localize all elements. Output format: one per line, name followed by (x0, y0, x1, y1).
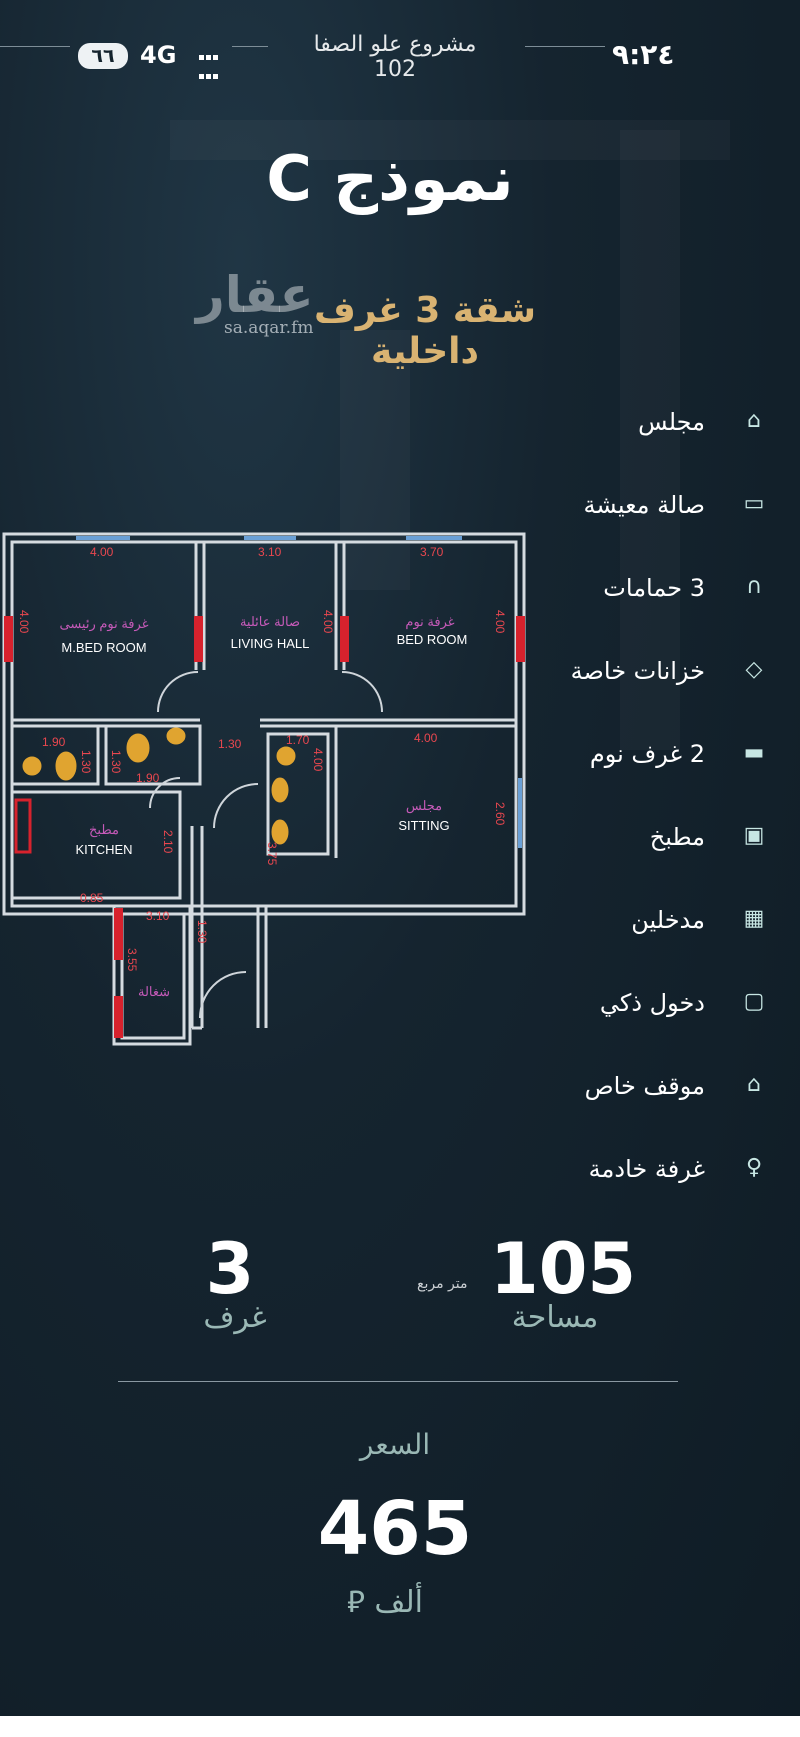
dim-label: 4.00 (493, 610, 507, 634)
feature-item: ♀ غرفة خادمة (520, 1147, 780, 1191)
divider (525, 46, 605, 47)
area-unit: متر مربع (417, 1276, 468, 1292)
feature-label: صالة معيشة (583, 491, 705, 519)
divider (118, 1381, 678, 1382)
feature-item: ▦ مدخلين (520, 898, 780, 942)
dim-label: 1.90 (136, 771, 160, 785)
feature-label: مطبخ (649, 823, 705, 851)
room-label-en: LIVING HALL (231, 636, 310, 651)
feature-item: ⌂ موقف خاص (520, 1064, 780, 1108)
battery-indicator: ٦٦ (78, 43, 128, 69)
network-indicator: 4G (140, 41, 177, 69)
dim-label: 3.75 (265, 842, 279, 866)
room-label-ar: مجلس (406, 798, 442, 814)
feature-label: 3 حمامات (603, 574, 705, 602)
bath-icon: ∩ (745, 574, 763, 599)
feature-label: غرفة خادمة (588, 1155, 705, 1183)
maid-icon: ♀ (745, 1155, 763, 1180)
feature-label: موقف خاص (584, 1072, 705, 1100)
model-title: نموذج C (266, 142, 514, 215)
room-label-en: BED ROOM (397, 632, 468, 647)
dim-label: 1.90 (42, 735, 66, 749)
room-label-ar: مطبخ (89, 822, 119, 838)
kitchen-icon: ▣ (743, 823, 765, 848)
floor-plan: 4.00 3.10 3.70 4.00 4.00 4.00 1.90 1.30 … (2, 532, 526, 1046)
feature-label: خزانات خاصة (570, 657, 705, 685)
dim-label: 1.30 (109, 750, 123, 774)
feature-label: مدخلين (631, 906, 705, 934)
dim-label: 3.55 (125, 948, 139, 972)
area-value: 105 (490, 1228, 637, 1310)
building-icon: ⌂ (747, 408, 761, 433)
feature-item: ▬ 2 غرف نوم (520, 732, 780, 776)
bottom-bar (0, 1716, 800, 1737)
room-label-ar: صالة عائلية (240, 614, 300, 629)
room-label-ar: غرفة نوم رئيسى (59, 616, 148, 632)
rooms-label: غرف (203, 1300, 267, 1335)
dim-label: 3.70 (420, 545, 444, 559)
project-title: مشروع علو الصفا 102 (313, 32, 477, 82)
divider (232, 46, 268, 47)
dim-label: 1.30 (218, 737, 242, 751)
watermark-logo: عقار (196, 266, 314, 324)
watermark-url: sa.aqar.fm (224, 318, 314, 338)
feature-label: مجلس (638, 408, 705, 436)
dim-label: 4.00 (17, 610, 31, 634)
dim-label: 1.30 (195, 920, 209, 944)
price-value: 465 (317, 1486, 473, 1572)
tv-icon: ▭ (743, 491, 765, 516)
apartment-subtitle: شقة 3 غرف داخلية (313, 290, 537, 372)
room-label-en: M.BED ROOM (61, 640, 146, 655)
price-label: السعر (359, 1428, 431, 1461)
feature-item: ▣ مطبخ (520, 815, 780, 859)
dim-label: 4.00 (321, 610, 335, 634)
price-unit: ألف ⃁ (347, 1585, 423, 1620)
dim-label: 1.30 (79, 750, 93, 774)
feature-item: ∩ 3 حمامات (520, 566, 780, 610)
dim-label: 3.10 (146, 909, 170, 923)
feature-label: دخول ذكي (599, 989, 705, 1017)
bed-icon: ▬ (743, 740, 765, 765)
dim-label: 4.00 (90, 545, 114, 559)
smart-lock-icon: ▢ (743, 989, 765, 1014)
door-icon: ▦ (743, 906, 765, 931)
divider (0, 46, 70, 47)
room-label-ar: شغالة (138, 984, 170, 999)
dim-label: 4.00 (311, 748, 325, 772)
dim-label: 2.60 (493, 802, 507, 826)
feature-item: ▭ صالة معيشة (520, 483, 780, 527)
dim-label: 2.10 (161, 830, 175, 854)
room-label-ar: غرفة نوم (405, 614, 454, 630)
garage-icon: ⌂ (747, 1072, 761, 1097)
status-bar: ٦٦ 4G مشروع علو الصفا 102 ٩:٢٤ (0, 30, 800, 82)
dim-label: 0.85 (80, 891, 104, 905)
dim-label: 4.00 (414, 731, 438, 745)
area-label: مساحة (511, 1300, 599, 1335)
feature-item: ◇ خزانات خاصة (520, 649, 780, 693)
feature-label: 2 غرف نوم (589, 740, 705, 768)
room-label-en: SITTING (398, 818, 449, 833)
dim-label: 1.70 (286, 733, 310, 747)
rooms-count: 3 (205, 1228, 255, 1310)
layers-icon: ◇ (745, 657, 763, 682)
clock: ٩:٢٤ (612, 38, 675, 71)
room-label-en: KITCHEN (75, 842, 132, 857)
feature-item: ⌂ مجلس (520, 400, 780, 444)
signal-icon (198, 46, 219, 84)
dim-label: 3.10 (258, 545, 282, 559)
feature-item: ▢ دخول ذكي (520, 981, 780, 1025)
